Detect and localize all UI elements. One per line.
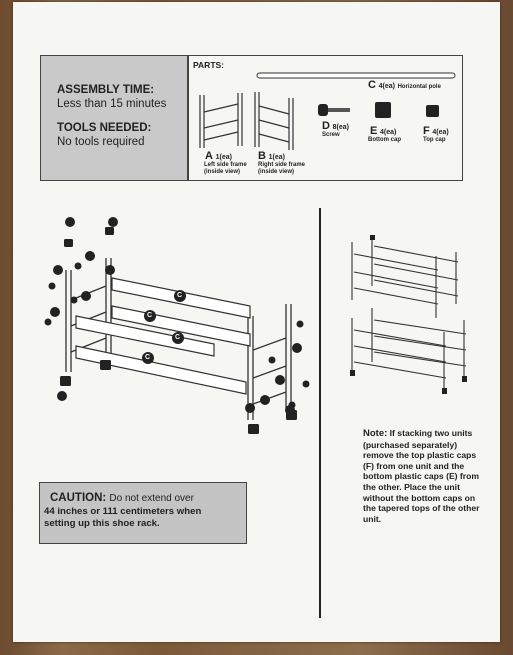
tools-needed-label: TOOLS NEEDED: — [57, 122, 152, 134]
parts-title: PARTS: — [193, 60, 225, 70]
part-b-view: (inside view) — [258, 169, 295, 175]
part-f-letter: F — [423, 125, 430, 137]
part-e-desc: Bottom cap — [368, 137, 401, 143]
caution-line-1: Do not extend over — [109, 493, 194, 504]
part-d-desc: Screw — [322, 132, 340, 138]
tools-needed-value: No tools required — [57, 136, 145, 148]
part-a-view: (inside view) — [204, 169, 241, 175]
pole-label-2: C — [147, 312, 153, 319]
part-f-qty: 4(ea) — [432, 129, 449, 136]
note-body: If stacking two units (purchased separat… — [363, 428, 480, 524]
part-a-desc: Left side frame — [204, 162, 247, 168]
part-b-qty: 1(ea) — [268, 154, 285, 161]
part-f-desc: Top cap — [423, 137, 446, 143]
pole-label-4: C — [145, 354, 151, 361]
part-d-qty: 8(ea) — [332, 124, 349, 131]
caution-title: CAUTION: — [50, 492, 107, 504]
caution-line-2: 44 inches or 111 centimeters when — [44, 506, 202, 517]
part-b-letter: B — [258, 150, 266, 162]
assembly-info-panel: ASSEMBLY TIME: Less than 15 minutes TOOL… — [40, 55, 188, 181]
pole-label-3: C — [175, 334, 181, 341]
note-title: Note: — [363, 428, 388, 439]
part-e-qty: 4(ea) — [379, 129, 397, 136]
part-c-qty: 4(ea) — [378, 83, 395, 90]
caution-box: CAUTION: Do not extend over 44 inches or… — [39, 482, 247, 544]
parts-panel: PARTS: — [188, 55, 463, 181]
part-a-letter: A — [205, 150, 213, 162]
part-c-letter: C — [368, 79, 376, 91]
section-divider — [319, 208, 321, 618]
part-d-letter: D — [322, 120, 330, 132]
assembly-time-label: ASSEMBLY TIME: — [57, 84, 155, 96]
part-a-qty: 1(ea) — [215, 154, 232, 161]
caution-line-3: setting up this shoe rack. — [44, 518, 160, 529]
part-c-desc: Horizontal pole — [397, 84, 441, 90]
part-b-desc: Right side frame — [258, 162, 306, 168]
pole-label-1: C — [177, 292, 183, 299]
stacking-note: Note: If stacking two units (purchased s… — [363, 428, 483, 524]
assembly-time-value: Less than 15 minutes — [57, 98, 167, 110]
part-e-letter: E — [370, 125, 378, 137]
